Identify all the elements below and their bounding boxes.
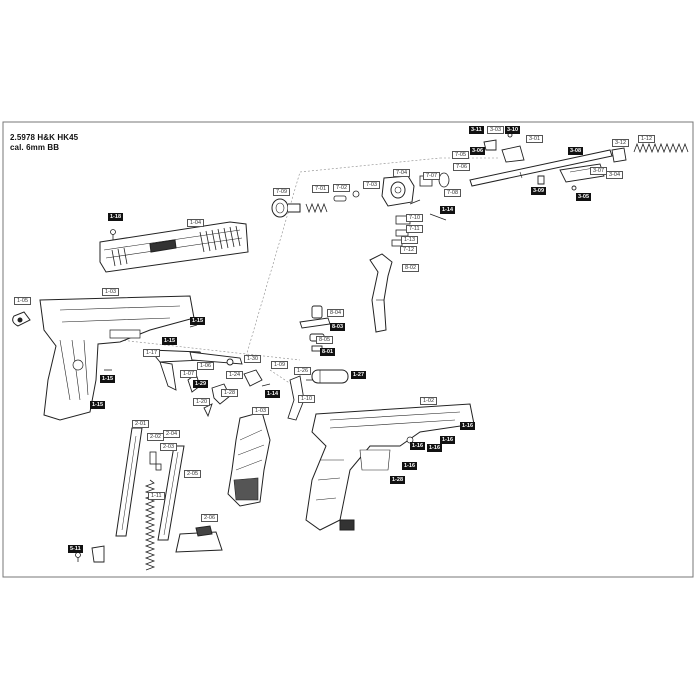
- part-callout: 2-05: [184, 470, 202, 478]
- part-callout: 3-01: [526, 135, 544, 143]
- part-callout: 1-05: [14, 297, 32, 305]
- magazine-baseplate-drawing: [175, 525, 223, 553]
- part-callout: 1-16: [410, 442, 426, 450]
- part-callout: 3-11: [469, 126, 484, 134]
- part-callout: 2-02: [147, 433, 165, 441]
- grip-insert-drawing: [227, 411, 271, 507]
- part-callout: 1-04: [187, 219, 205, 227]
- part-callout: 3-05: [576, 193, 592, 201]
- part-callout: 1-28: [390, 476, 406, 484]
- part-callout: 1-28: [221, 389, 239, 397]
- part-callout: 1-13: [401, 236, 419, 244]
- part-callout: 1-16: [402, 462, 418, 470]
- knocker-parts-drawing: [299, 305, 331, 352]
- part-callout: 3-04: [606, 171, 624, 179]
- part-callout: 2-01: [132, 420, 150, 428]
- part-callout: 8-03: [330, 323, 346, 331]
- part-callout: 1-15: [90, 401, 106, 409]
- frame-lever-drawing: [287, 375, 305, 421]
- page-frame: [2, 121, 694, 578]
- assembly-guide-lines: [119, 157, 500, 391]
- part-callout: 8-04: [327, 309, 345, 317]
- part-callout: 8-01: [320, 348, 336, 356]
- hopup-parts-drawing: [483, 132, 605, 191]
- part-callout: 7-05: [452, 151, 470, 159]
- part-callout: 1-12: [638, 135, 656, 143]
- part-callout: 7-07: [423, 172, 441, 180]
- part-callout: 7-11: [406, 225, 423, 233]
- diagram-title: 2.5978 H&K HK45: [10, 133, 79, 142]
- magazine-follower-drawing: [149, 451, 162, 471]
- part-callout: 1-15: [162, 337, 178, 345]
- part-callout: 3-10: [505, 126, 521, 134]
- part-callout: 1-02: [420, 397, 438, 405]
- part-callout: 2-06: [201, 514, 219, 522]
- part-callout: 1-07: [180, 370, 198, 378]
- part-callout: 1-09: [271, 361, 289, 369]
- part-callout: 3-03: [487, 126, 505, 134]
- part-callout: 1-14: [265, 390, 281, 398]
- barrel-drawing: [469, 149, 613, 187]
- part-callout: 1-06: [197, 362, 215, 370]
- part-callout: 5-11: [68, 545, 83, 553]
- part-callout: 3-08: [568, 147, 584, 155]
- slide-drawing: [99, 221, 249, 273]
- part-callout: 3-12: [612, 139, 630, 147]
- valve-cap-drawing: [271, 198, 301, 218]
- right-frame-drawing: [305, 403, 475, 531]
- valve-pin-drawing: [333, 190, 360, 202]
- part-callout: 1-11: [148, 492, 165, 500]
- left-frame-drawing: [39, 295, 195, 421]
- part-callout: 8-05: [316, 336, 334, 344]
- valve-spring-drawing: [305, 202, 328, 214]
- part-callout: 1-29: [193, 380, 209, 388]
- diagram-subtitle: cal. 6mm BB: [10, 143, 60, 152]
- co2-cylinder-drawing: [311, 369, 349, 384]
- part-callout: 1-26: [294, 367, 312, 375]
- part-callout: 1-15: [100, 375, 116, 383]
- part-callout: 7-02: [333, 184, 351, 192]
- part-callout: 7-10: [406, 214, 424, 222]
- part-callout: 7-09: [273, 188, 291, 196]
- part-callout: 1-15: [190, 317, 206, 325]
- part-callout: 1-16: [460, 422, 476, 430]
- part-callout: 7-03: [363, 181, 381, 189]
- part-callout: 1-20: [193, 398, 211, 406]
- screw-1-18-drawing: [110, 229, 116, 240]
- part-callout: 3-09: [531, 187, 547, 195]
- hammer-strut-drawing: [369, 253, 393, 333]
- magazine-body-drawing: [115, 427, 185, 541]
- part-callout: 1-03: [252, 407, 270, 415]
- recoil-spring-drawing: [633, 142, 689, 154]
- part-callout: 1-16: [440, 436, 456, 444]
- part-callout: 1-17: [143, 349, 161, 357]
- part-callout: 3-06: [470, 147, 486, 155]
- magazine-catch-drawing: [91, 545, 105, 563]
- part-callout: 1-10: [298, 395, 316, 403]
- screw-5-11-drawing: [75, 552, 81, 562]
- part-callout: 7-06: [453, 163, 471, 171]
- part-callout: 1-03: [102, 288, 120, 296]
- part-callout: 7-01: [312, 185, 330, 193]
- part-callout: 7-12: [400, 246, 418, 254]
- part-callout: 1-16: [427, 444, 443, 452]
- part-callout: 1-18: [108, 213, 124, 221]
- part-callout: 2-04: [163, 430, 181, 438]
- part-callout: 1-14: [440, 206, 456, 214]
- part-callout: 1-24: [226, 371, 244, 379]
- valve-small-springs-drawing: [391, 199, 447, 247]
- part-callout: 7-08: [444, 189, 462, 197]
- part-callout: 7-04: [393, 169, 411, 177]
- hammer-drawing: [12, 311, 31, 327]
- part-callout: 3-07: [590, 167, 608, 175]
- part-callout: 8-02: [402, 264, 420, 272]
- spring-guide-drawing: [611, 147, 627, 163]
- part-callout: 1-30: [244, 355, 262, 363]
- part-callout: 2-03: [160, 443, 178, 451]
- valve-housing-drawing: [381, 175, 415, 207]
- part-callout: 1-27: [351, 371, 367, 379]
